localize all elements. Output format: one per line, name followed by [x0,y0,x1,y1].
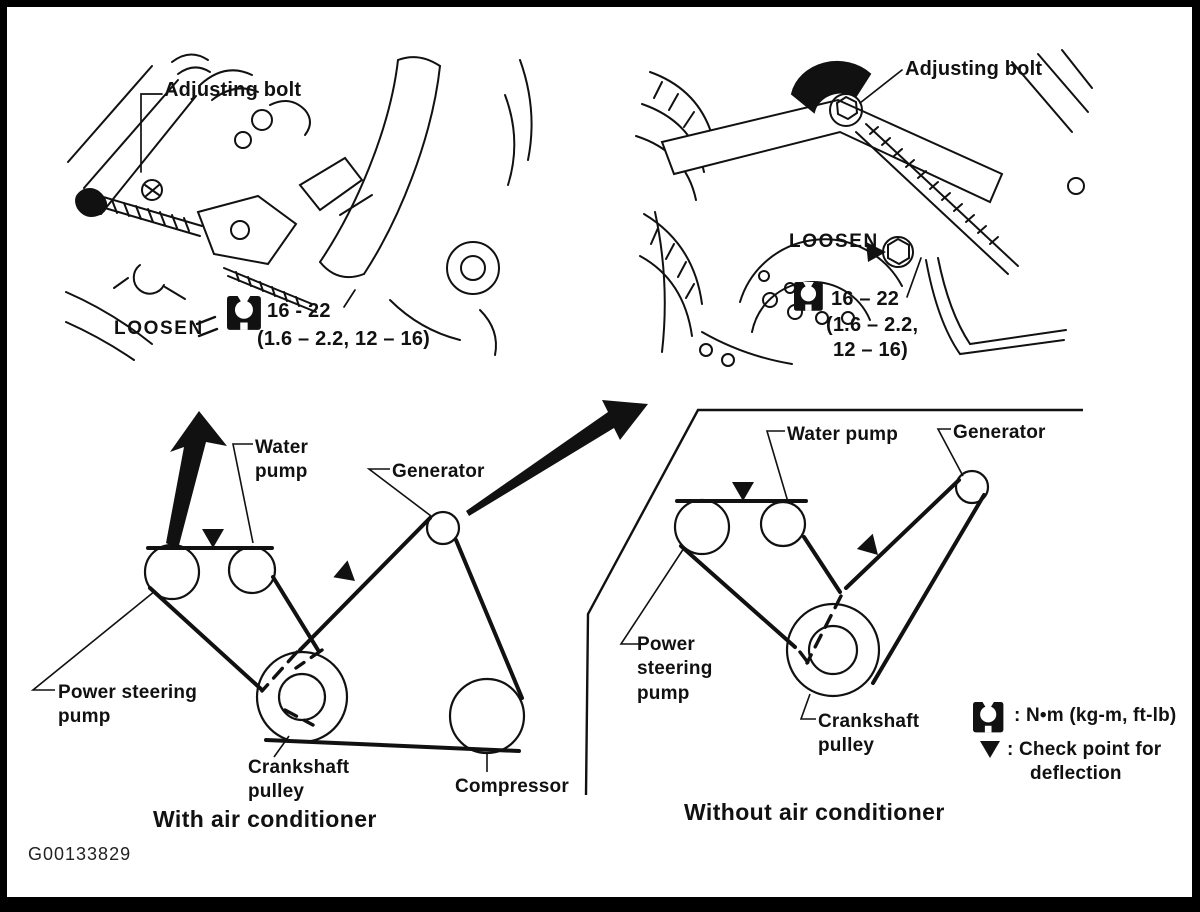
belt-routing-without-ac [466,400,1083,796]
power-steering-pump-label: Power steering pump [58,682,198,728]
legend-check-point-text: : Check point for [1007,739,1162,760]
adjusting-bolt-label: Adjusting bolt [905,58,1043,80]
legend-check-point-text: deflection [1030,763,1122,784]
diagram-caption-without-ac: Without air conditioner [684,799,945,825]
loosen-label: LOOSEN [114,318,204,339]
adjusting-bolt-label: Adjusting bolt [164,79,302,101]
compressor-pulley [448,677,526,755]
check-point-icon [333,560,355,581]
crankshaft-pulley-label: Crankshaft pulley [818,711,920,757]
torque-symbol-icon [227,296,261,330]
compressor-label: Compressor [455,776,569,797]
water-pump-pulley [227,545,277,595]
water-pump-label: Water pump [787,424,899,445]
page-border [0,897,1200,912]
engine-illustration-left [65,53,533,361]
check-point-icon [202,529,224,548]
power-steering-pump-label: Power steering pump [637,634,713,704]
diagram-caption-with-ac: With air conditioner [153,806,377,832]
panel-boundary [584,408,1083,796]
page-border [1192,0,1200,912]
generator-pulley [425,510,461,546]
page-border [0,0,7,912]
torque-symbol-icon [973,702,1004,733]
crankshaft-pulley-inner [807,624,859,676]
torque-spec-detail: (1.6 – 2.2, 12 – 16) [257,328,431,350]
legend-torque-units: : N•m (kg-m, ft-lb) [1014,705,1177,726]
generator-label: Generator [953,422,1046,443]
water-pump-pulley [759,500,807,548]
generator-pulley [954,469,990,505]
figure-id: G00133829 [28,844,132,864]
torque-spec-value: 16 - 22 [267,300,331,322]
direction-arrow [466,400,648,516]
power-steering-pulley [143,543,201,601]
check-point-icon [856,533,878,555]
torque-spec-value: 16 – 22 [831,288,900,310]
torque-spec-detail: (1.6 – 2.2, [826,314,919,336]
direction-arrow [166,411,227,549]
check-point-icon [732,482,754,501]
crankshaft-pulley-inner [277,672,327,722]
loosen-label: LOOSEN [789,231,879,252]
belt-routing-with-ac [30,411,526,772]
page-border [0,0,1200,7]
generator-label: Generator [392,461,485,482]
check-point-icon [980,741,1000,758]
torque-spec-detail: 12 – 16) [833,339,908,361]
water-pump-label: Water pump [255,437,309,483]
torque-symbol-icon [794,282,823,311]
crankshaft-pulley-label: Crankshaft pulley [248,757,350,803]
engine-illustration-right [635,49,1093,367]
